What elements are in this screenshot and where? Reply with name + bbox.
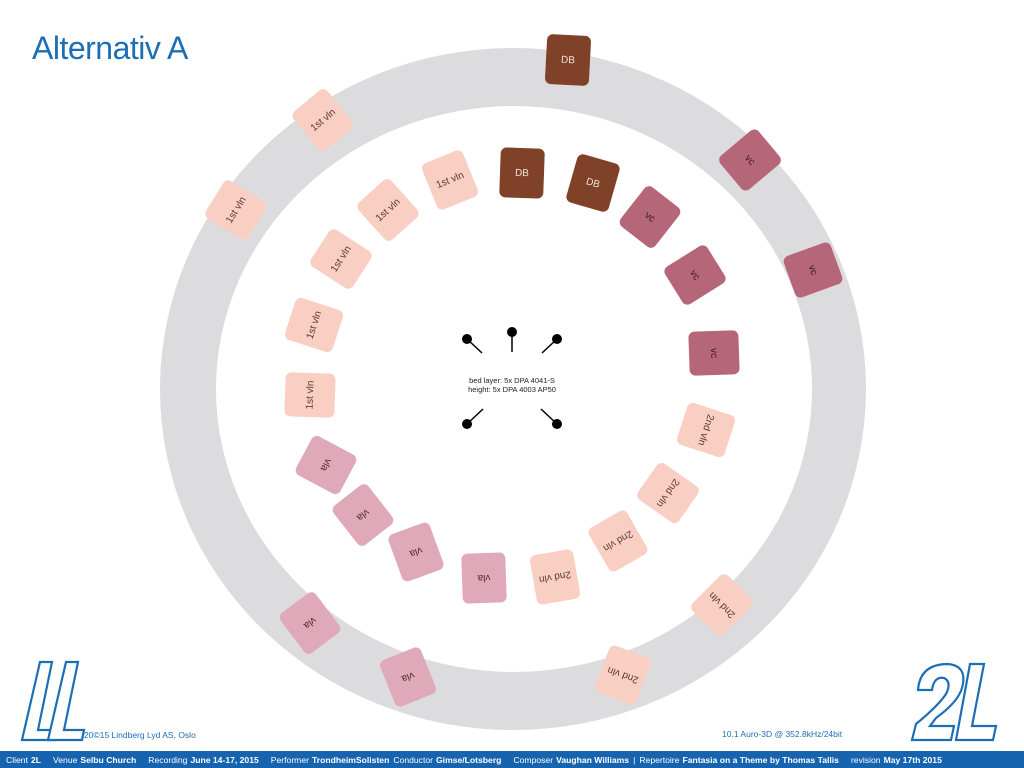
microphone-array <box>462 327 562 429</box>
mic-setup-text: bed layer: 5x DPA 4041-S height: 5x DPA … <box>442 376 582 394</box>
chair-vla-inner: vla <box>461 552 507 604</box>
page-title: Alternativ A <box>32 30 188 66</box>
footer-conductor: Gimse/Lotsberg <box>436 754 502 765</box>
lindberg-logo-left <box>20 660 86 742</box>
chair-db-inner: DB <box>499 147 545 199</box>
mic-setup-bed-layer: bed layer: 5x DPA 4041-S <box>469 376 555 385</box>
chair-2nd-vln-inner: 2nd vln <box>528 548 582 606</box>
footer-separator: | <box>633 754 636 765</box>
footer-composer: Vaughan Williams <box>556 754 630 765</box>
2l-logo-right <box>910 662 998 742</box>
footer-bar: Client 2L Venue Selbu Church Recording J… <box>0 751 1024 768</box>
footer-venue: Selbu Church <box>80 754 137 765</box>
format-text: 10.1 Auro-3D @ 352.8kHz/24bit <box>722 729 843 739</box>
mic-icon <box>540 408 562 429</box>
footer-client: 2L <box>30 754 42 765</box>
footer-repertoire-label: Repertoire <box>639 754 680 765</box>
mic-icon <box>462 408 484 429</box>
chair-1st-vln-inner: 1st vln <box>284 372 336 418</box>
footer-revision-label: revision <box>850 754 881 765</box>
footer-performer: TrondheimSolisten <box>311 754 390 765</box>
mic-icon <box>462 334 483 354</box>
footer-revision: May 17th 2015 <box>883 754 942 765</box>
footer-performer-label: Performer <box>270 754 309 765</box>
footer-venue-label: Venue <box>53 754 78 765</box>
footer-client-label: Client <box>6 754 28 765</box>
footer-composer-label: Composer <box>513 754 554 765</box>
chair-db-outer: DB <box>544 33 592 87</box>
mic-setup-height: height: 5x DPA 4003 AP50 <box>468 385 556 394</box>
footer-repertoire: Fantasia on a Theme by Thomas Tallis <box>682 754 839 765</box>
footer-recording-label: Recording <box>148 754 188 765</box>
footer-recording: June 14-17, 2015 <box>190 754 259 765</box>
mic-icon <box>507 327 517 352</box>
chair-vc-inner: vc <box>688 330 740 376</box>
copyright-text: 20©15 Lindberg Lyd AS, Oslo <box>84 730 196 740</box>
footer-conductor-label: Conductor <box>393 754 433 765</box>
mic-icon <box>541 334 562 354</box>
